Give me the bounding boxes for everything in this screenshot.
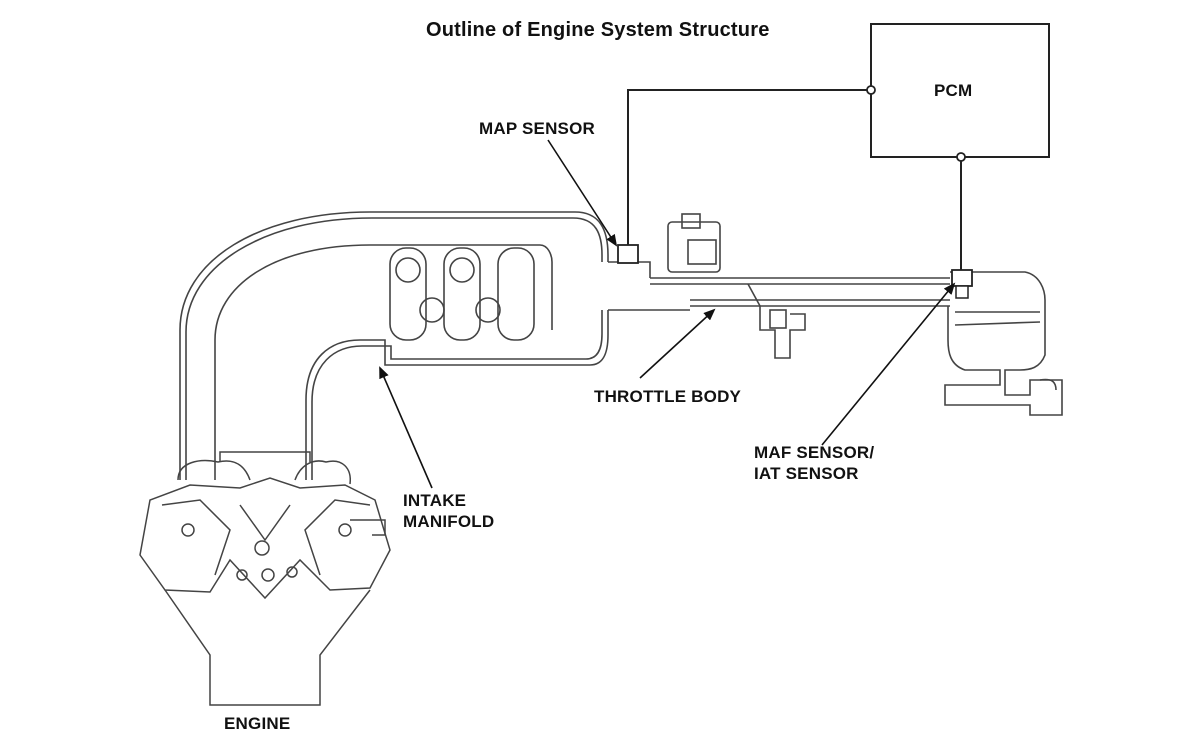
throttle-body-label: THROTTLE BODY	[594, 387, 742, 406]
maf-sensor-label-line2: IAT SENSOR	[754, 464, 859, 483]
maf-sensor-leader	[821, 282, 956, 446]
intake-manifold-label-line1: INTAKE	[403, 491, 467, 510]
map-sensor-label: MAP SENSOR	[479, 119, 595, 138]
maf-sensor-plug	[955, 285, 969, 299]
pcm-connector-maf	[956, 152, 966, 162]
map-sensor-leader	[547, 139, 618, 247]
intake-manifold	[179, 211, 690, 480]
engine-label: ENGINE	[224, 714, 291, 733]
pcm-label: PCM	[934, 81, 973, 100]
diagram-title: Outline of Engine System Structure	[426, 19, 770, 41]
intake-manifold-leader	[379, 366, 433, 489]
maf-sensor-label-line1: MAF SENSOR/	[754, 443, 875, 462]
map-to-pcm-wire	[627, 89, 871, 245]
pcm-box	[870, 23, 1050, 158]
pcm-connector-map	[866, 85, 876, 95]
maf-iat-sensor	[951, 269, 973, 287]
throttle-body-leader	[639, 308, 716, 379]
throttle-body-assembly	[650, 213, 950, 359]
map-sensor	[617, 244, 639, 264]
intake-manifold-label-line2: MANIFOLD	[403, 512, 495, 531]
engine-block	[139, 451, 391, 706]
air-cleaner	[944, 271, 1063, 416]
